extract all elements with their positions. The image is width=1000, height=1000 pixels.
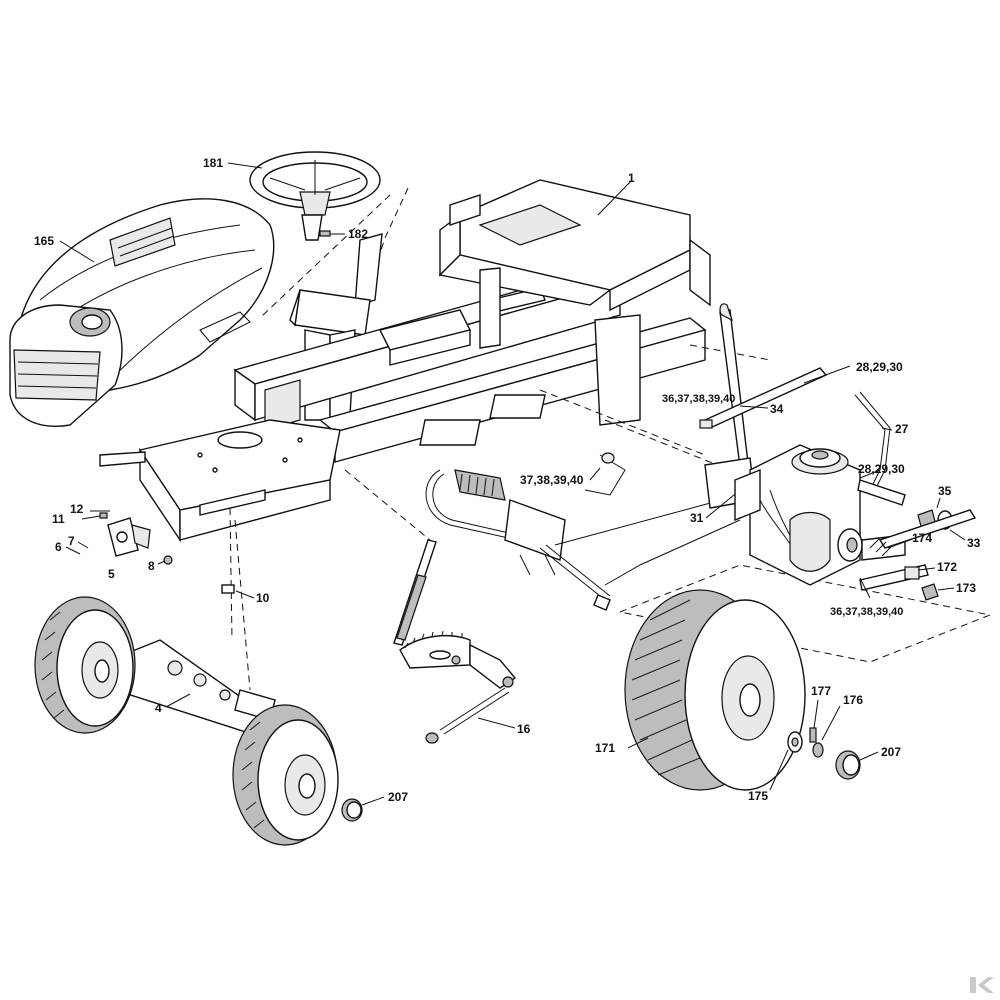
seat-pan-part <box>438 179 711 426</box>
label-31: 31 <box>690 511 704 525</box>
label-5: 5 <box>108 567 115 581</box>
label-35: 35 <box>938 484 952 498</box>
steering-sector-part <box>399 630 517 689</box>
bracket-5-part <box>107 517 151 557</box>
front-wheel-left-part <box>34 596 136 734</box>
label-1: 1 <box>628 171 635 185</box>
label-28-top: 28,29,30 <box>856 360 903 374</box>
label-181: 181 <box>203 156 223 170</box>
hubcap-front-part <box>341 798 363 822</box>
label-6: 6 <box>55 540 62 554</box>
hubcap-rear-part <box>835 750 861 780</box>
front-wheel-right-part <box>232 704 339 846</box>
label-173: 173 <box>956 581 976 595</box>
label-165: 165 <box>34 234 54 248</box>
label-8: 8 <box>148 559 155 573</box>
hood-part <box>9 198 275 427</box>
label-7: 7 <box>68 534 75 548</box>
label-27: 27 <box>895 422 909 436</box>
shift-lever-part <box>704 303 756 509</box>
label-207-front: 207 <box>388 790 408 804</box>
label-177: 177 <box>811 684 831 698</box>
brand-chevron-icon <box>970 977 994 993</box>
label-175: 175 <box>748 789 768 803</box>
label-207-rear: 207 <box>881 745 901 759</box>
strut-part <box>393 539 437 646</box>
label-34: 34 <box>770 402 784 416</box>
label-176: 176 <box>843 693 863 707</box>
label-16: 16 <box>517 722 531 736</box>
label-174: 174 <box>912 531 932 545</box>
label-36-top: 36,37,38,39,40 <box>662 393 735 405</box>
steering-wheel-part <box>249 151 381 241</box>
transaxle-part <box>734 444 906 586</box>
label-171: 171 <box>595 741 615 755</box>
label-28-mid: 28,29,30 <box>858 462 905 476</box>
label-36-bottom: 36,37,38,39,40 <box>830 606 903 618</box>
label-37: 37,38,39,40 <box>520 473 584 487</box>
label-12: 12 <box>70 502 84 516</box>
label-10: 10 <box>256 591 270 605</box>
label-33: 33 <box>967 536 981 550</box>
label-4: 4 <box>155 701 162 715</box>
rear-wheel-part <box>624 589 806 791</box>
pedal-assembly-part <box>425 452 741 611</box>
label-172: 172 <box>937 560 957 574</box>
label-11: 11 <box>52 512 65 526</box>
